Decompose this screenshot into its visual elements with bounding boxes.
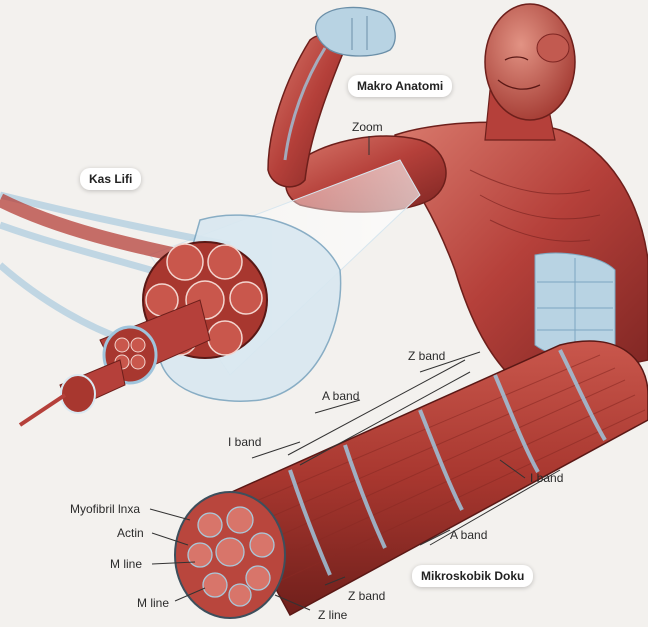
head — [485, 4, 575, 120]
z-line-label: Z line — [318, 608, 347, 622]
z-band-label-top: Z band — [408, 349, 445, 363]
a-band-label-bottom: A band — [450, 528, 487, 542]
z-band-label-bottom: Z band — [348, 589, 385, 603]
m-line-label-2: M line — [137, 596, 169, 610]
zoom-label: Zoom — [352, 120, 383, 134]
a-band-label-top: A band — [322, 389, 359, 403]
myofibril-label: Myofibril lnxa — [70, 502, 140, 516]
i-band-label-right: I band — [530, 471, 563, 485]
m-line-label-1: M line — [110, 557, 142, 571]
fist — [316, 7, 396, 56]
macro-anatomy-title: Makro Anatomi — [348, 75, 452, 97]
i-band-label-left: I band — [228, 435, 261, 449]
muscle-fiber-title: Kas Lifi — [80, 168, 141, 190]
fiber-bundle — [0, 195, 341, 425]
actin-label: Actin — [117, 526, 144, 540]
microscopic-tissue-title: Mikroskobik Doku — [412, 565, 533, 587]
